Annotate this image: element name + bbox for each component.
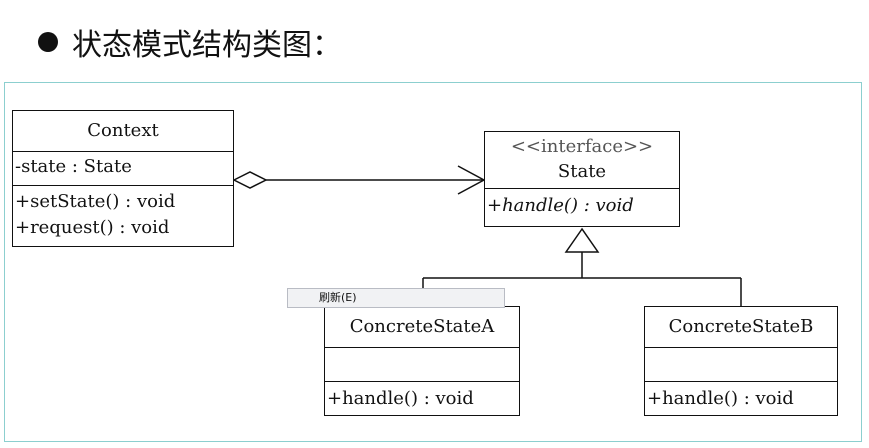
concrete-state-b-name: ConcreteStateB (668, 316, 814, 337)
concrete-state-a-methods: +handle() : void (325, 381, 519, 412)
realization-triangle (564, 227, 600, 253)
concrete-state-a-method-handle: +handle() : void (327, 388, 474, 409)
context-attribute-state: -state : State (15, 156, 132, 177)
concrete-state-a-class: ConcreteStateA +handle() : void (324, 306, 520, 416)
bullet-dot (38, 32, 58, 52)
concrete-state-a-name: ConcreteStateA (349, 316, 495, 337)
concrete-state-b-attributes (645, 347, 837, 381)
context-class: Context -state : State +setState() : voi… (12, 110, 234, 247)
concrete-state-b-methods: +handle() : void (645, 381, 837, 412)
context-menu: 刷新(E) (287, 288, 505, 308)
state-methods: +handle() : void (485, 188, 679, 226)
aggregation-diamond (232, 171, 268, 189)
concrete-state-a-attributes (325, 347, 519, 381)
heading-text: 状态模式结构类图： (72, 28, 342, 63)
context-methods: +setState() : void +request() : void (13, 185, 233, 241)
context-method-setstate: +setState() : void (15, 191, 176, 212)
state-interface: <<interface>> State +handle() : void (484, 131, 680, 227)
context-menu-item-refresh[interactable]: 刷新(E) (319, 291, 357, 304)
concrete-state-b-method-handle: +handle() : void (647, 388, 794, 409)
state-method-handle: +handle() : void (487, 195, 634, 216)
context-attributes: -state : State (13, 151, 233, 185)
concrete-state-b-class: ConcreteStateB +handle() : void (644, 306, 838, 416)
state-stereotype: <<interface>> (510, 136, 654, 157)
diagram-heading: 状态模式结构类图： (38, 22, 342, 63)
context-method-request: +request() : void (15, 217, 170, 238)
context-class-name: Context (87, 120, 159, 141)
state-interface-name: State (557, 161, 607, 182)
